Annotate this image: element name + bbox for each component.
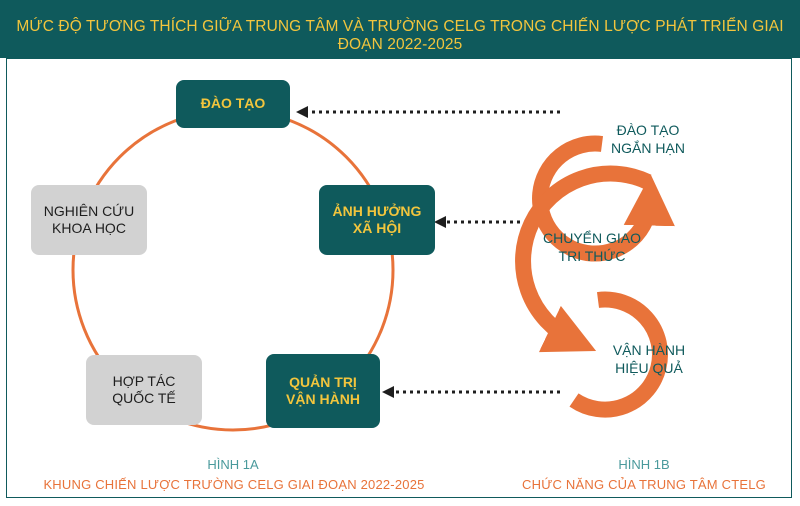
caption-label-1b: HÌNH 1B <box>618 457 670 472</box>
caption-title-1a: KHUNG CHIẾN LƯỢC TRƯỜNG CELG GIAI ĐOẠN 2… <box>43 477 425 492</box>
diagram-title: MỨC ĐỘ TƯƠNG THÍCH GIỮA TRUNG TÂM VÀ TRƯ… <box>16 18 784 53</box>
caption-title-1b: CHỨC NĂNG CỦA TRUNG TÂM CTELG <box>522 477 766 492</box>
caption-label-1a: HÌNH 1A <box>207 457 259 472</box>
diagram-frame <box>6 58 792 498</box>
cycle-arc-short-training <box>532 135 675 262</box>
title-banner: MỨC ĐỘ TƯƠNG THÍCH GIỮA TRUNG TÂM VÀ TRƯ… <box>0 0 800 58</box>
node-anh-huong-xa-hoi: ẢNH HƯỞNG XÃ HỘI <box>319 185 435 255</box>
label-short-training: ĐÀO TẠO NGẮN HẠN <box>611 122 685 157</box>
label-operations: VẬN HÀNH HIỆU QUẢ <box>612 342 686 377</box>
label-knowledge-transfer: CHUYỂN GIAO TRI THỨC <box>542 230 641 265</box>
cycle-arc-operations <box>569 291 668 418</box>
node-nghien-cuu-khoa-hoc: NGHIÊN CỨU KHOA HỌC <box>31 185 147 255</box>
node-dao-tao: ĐÀO TẠO <box>176 80 290 128</box>
node-quan-tri-van-hanh: QUẢN TRỊ VẬN HÀNH <box>266 354 380 428</box>
cycle-arc-knowledge-transfer <box>515 165 652 353</box>
node-hop-tac-quoc-te: HỢP TÁC QUỐC TẾ <box>86 355 202 425</box>
